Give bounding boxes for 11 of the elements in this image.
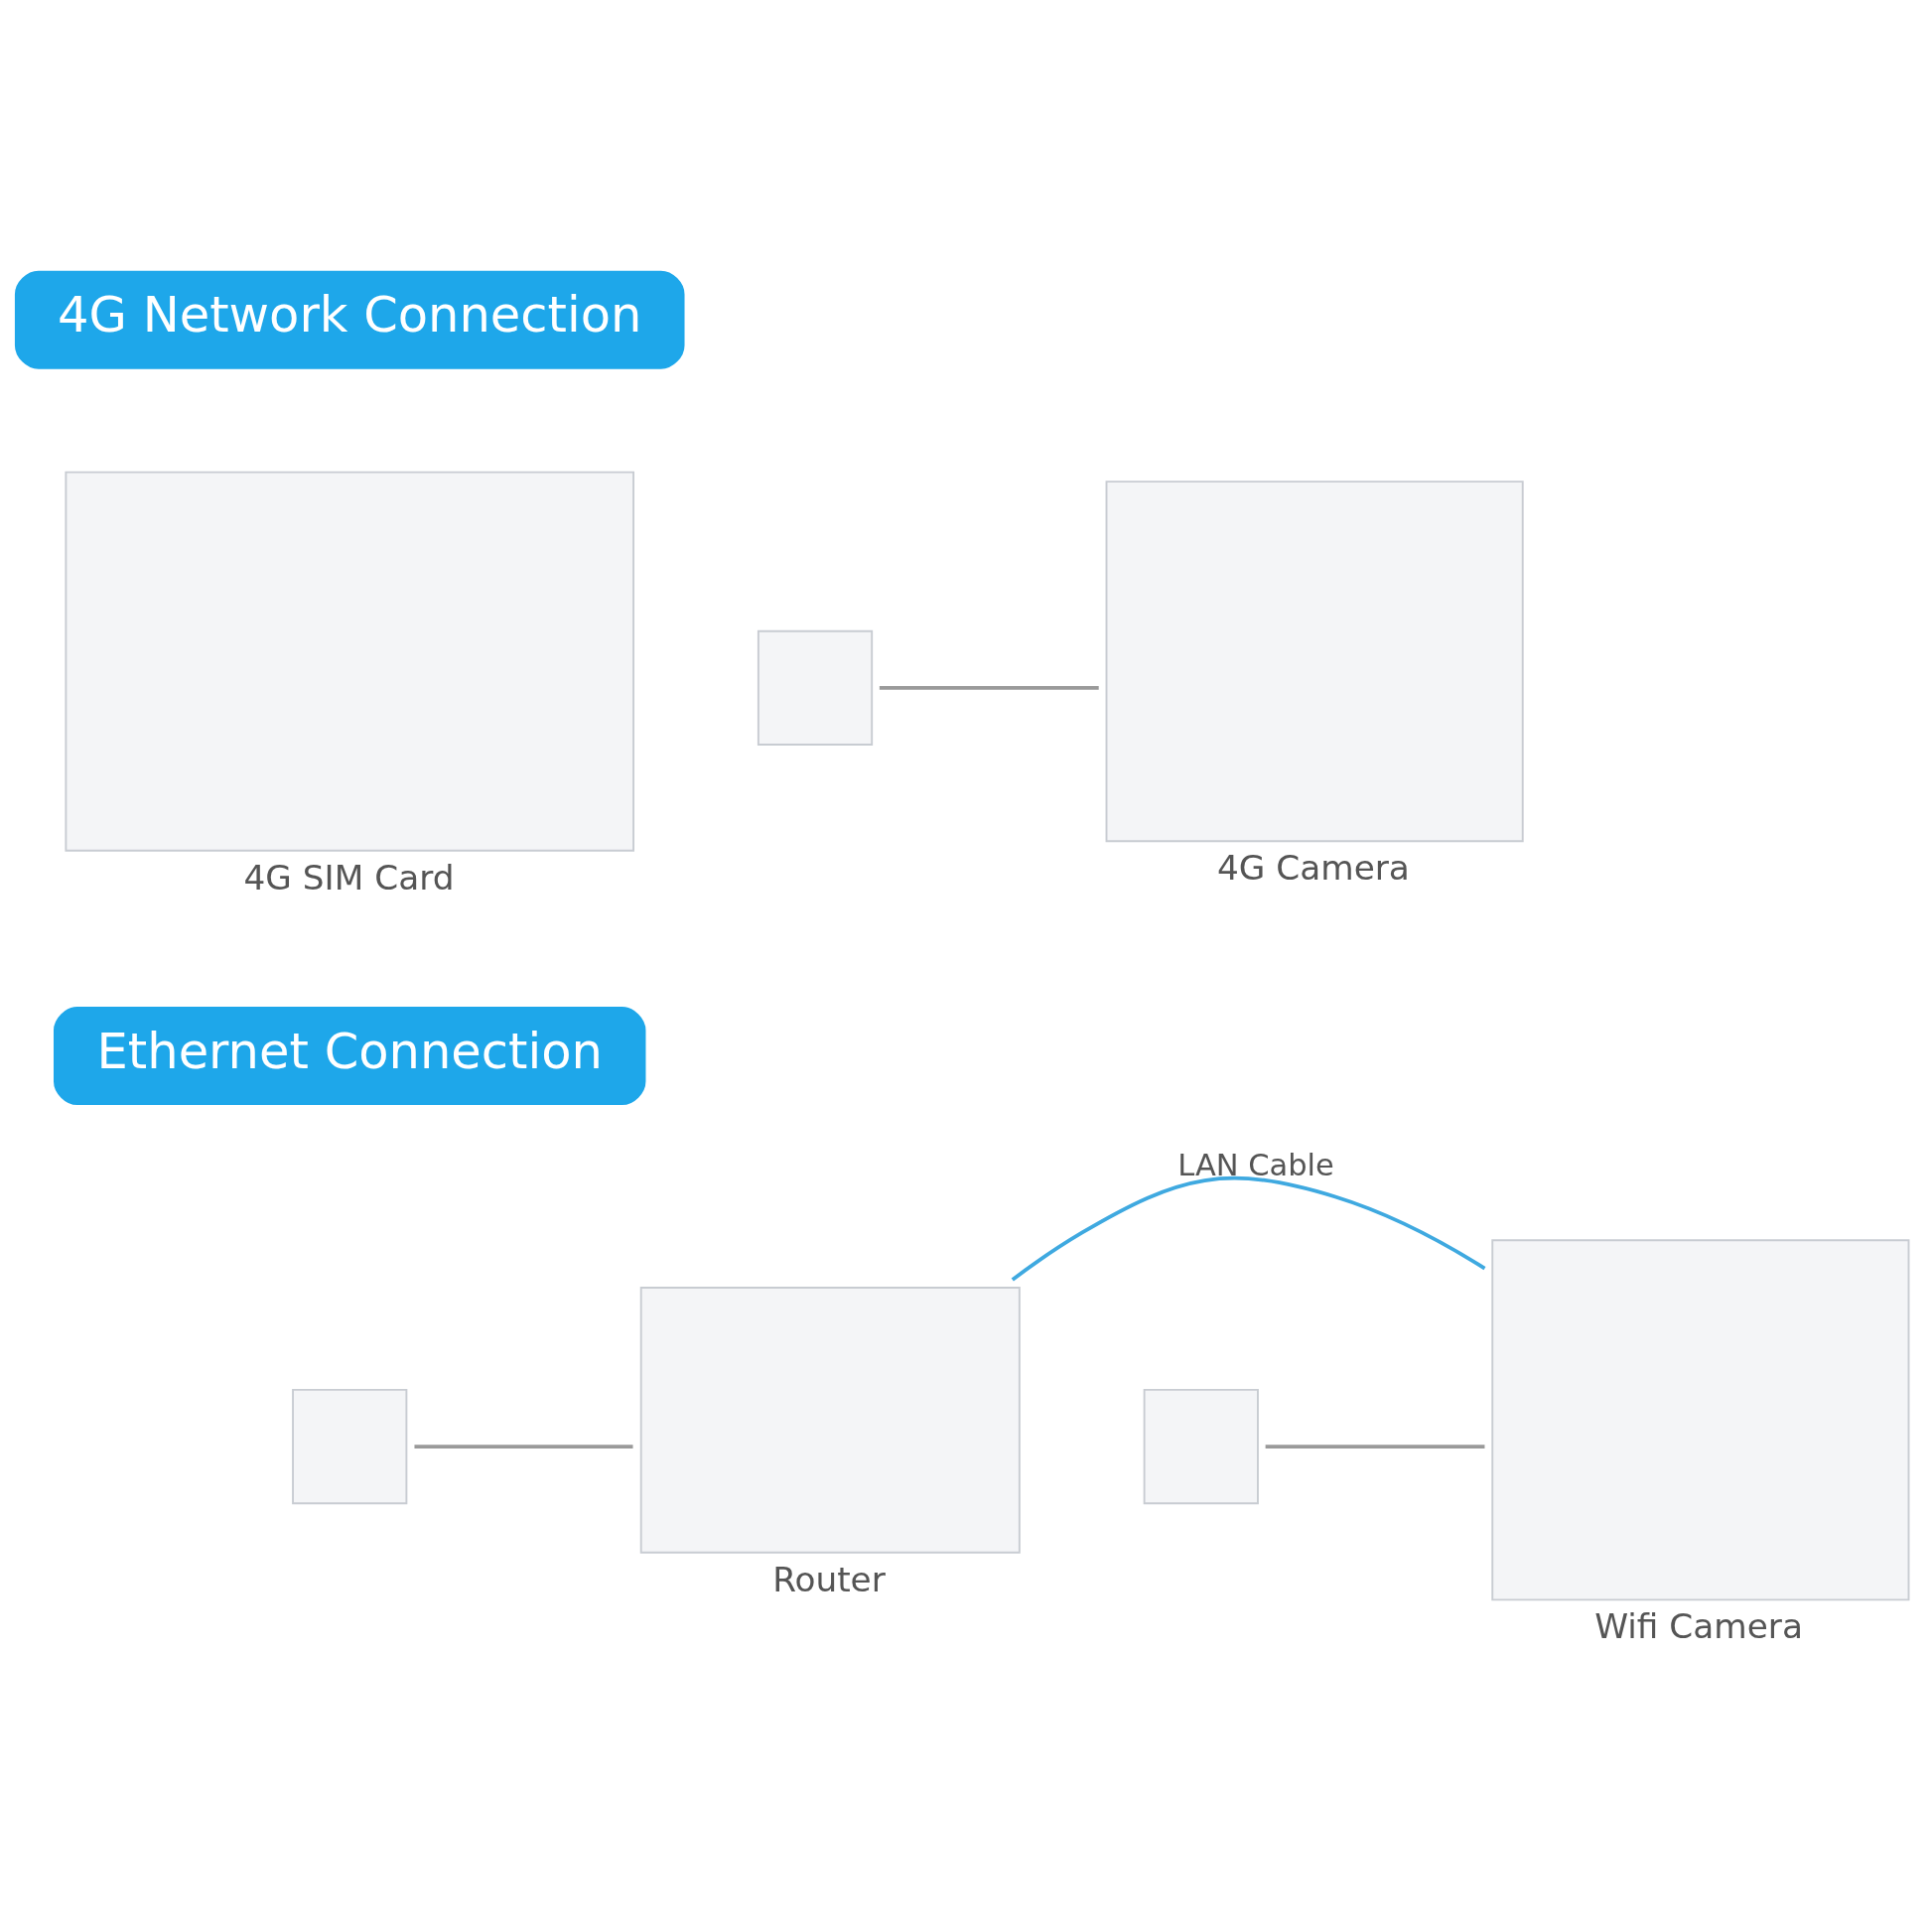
edge-label: LAN Cable xyxy=(1177,1148,1334,1183)
node-label: 4G Camera xyxy=(1216,848,1410,889)
node-label: Wifi Camera xyxy=(1594,1606,1803,1647)
connector xyxy=(1265,1445,1485,1449)
node-box: 4G Network Connection xyxy=(14,270,685,369)
connector xyxy=(879,685,1099,690)
connector xyxy=(1011,1175,1486,1282)
connector xyxy=(414,1445,633,1449)
node-box: Ethernet Connection xyxy=(54,1006,646,1106)
node-label: 4G SIM Card xyxy=(243,857,455,897)
node-label: Router xyxy=(772,1559,886,1599)
